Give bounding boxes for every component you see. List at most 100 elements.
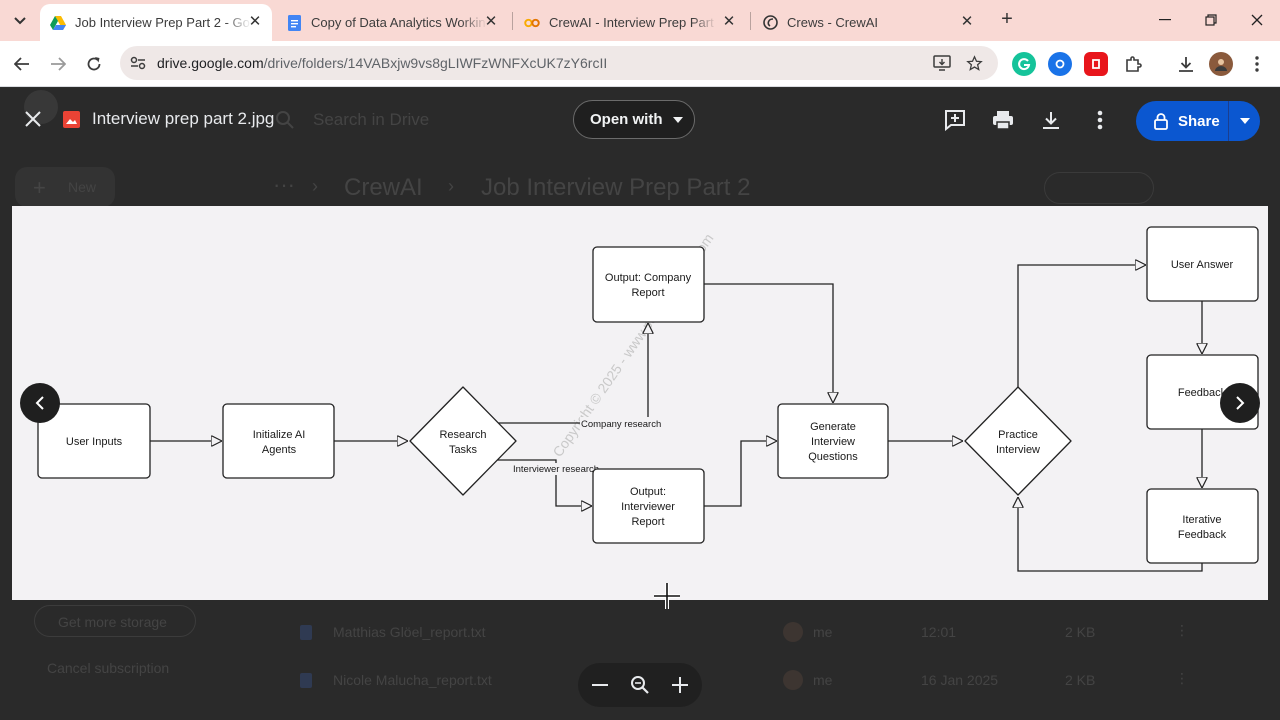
node-label: User Inputs [66,436,123,448]
new-tab-button[interactable]: + [1001,8,1013,30]
minimize-button[interactable] [1153,9,1177,31]
breadcrumb-more[interactable]: ··· [273,172,295,197]
owner-avatar [783,622,803,642]
edge-research-to-interviewer [496,459,592,506]
new-button[interactable]: + New [15,167,115,207]
tab-search-button[interactable] [6,7,34,35]
google-docs-icon [286,14,302,31]
tab-drive[interactable]: Job Interview Prep Part 2 - Goo ✕ [40,4,272,41]
tab-colab[interactable]: CrewAI - Interview Prep Part 2.i ✕ [514,4,746,41]
share-options-button[interactable] [1228,101,1260,141]
breadcrumb-crewai[interactable]: CrewAI [344,174,423,201]
more-vert-icon[interactable]: ⋮ [1175,670,1189,686]
caret-down-icon [672,116,683,123]
grammarly-icon[interactable] [1012,52,1036,76]
get-storage-button[interactable]: Get more storage [34,605,196,637]
more-actions-button[interactable] [1086,106,1114,134]
node-iterative-feedback [1146,488,1259,564]
tab-crewai[interactable]: Crews - CrewAI ✕ [752,4,984,41]
file-size: 2 KB [1065,624,1096,640]
restore-button[interactable] [1199,9,1223,31]
back-button[interactable] [9,51,35,77]
print-button[interactable] [989,106,1017,134]
previous-image-button[interactable] [20,383,60,423]
file-owner: me [813,624,833,640]
breadcrumb-current-folder[interactable]: Job Interview Prep Part 2 [481,174,751,201]
plus-icon: + [33,175,46,200]
profile-avatar[interactable] [1209,52,1233,76]
extensions-button[interactable] [1120,51,1146,77]
site-info-icon[interactable] [128,53,148,73]
chrome-menu-button[interactable] [1244,51,1270,77]
url-path: /drive/folders/14VABxjw9vs8gLIWFzWNFXcUK… [263,55,608,71]
node-user-answer [1146,226,1259,302]
reload-icon [87,57,101,71]
install-app-icon[interactable] [932,53,952,73]
node-generate-questions [777,403,889,479]
forward-button[interactable] [45,51,71,77]
download-button[interactable] [1037,106,1065,134]
zoom-out-button[interactable] [589,674,611,696]
close-tab-icon[interactable]: ✕ [960,13,974,30]
address-bar[interactable]: drive.google.com/drive/folders/14VABxjw9… [120,46,998,80]
edge-iterative-to-practice [1018,497,1203,572]
edge-label-bg [580,417,660,429]
view-toggle[interactable] [1044,172,1154,204]
viewer-file-name: Interview prep part 2.jpg [92,109,275,128]
download-icon [1043,112,1059,129]
add-comment-button[interactable] [941,106,969,134]
cancel-subscription-link[interactable]: Cancel subscription [47,660,170,676]
node-label: Practice [998,429,1038,441]
close-tab-icon[interactable]: ✕ [484,13,498,30]
more-vert-icon[interactable]: ⋮ [1175,622,1189,638]
owner-avatar [783,670,803,690]
extension-blue-icon[interactable] [1048,52,1072,76]
edge-company-to-generate [704,283,833,403]
get-storage-label: Get more storage [58,614,167,630]
tab-strip: Job Interview Prep Part 2 - Goo ✕ Copy o… [0,0,1280,41]
google-drive-icon [50,15,66,31]
tab-docs[interactable]: Copy of Data Analytics Working ✕ [276,4,508,41]
close-tab-icon[interactable]: ✕ [722,13,736,30]
puzzle-icon [1126,56,1142,72]
bookmark-star-icon[interactable] [964,53,984,73]
open-with-button[interactable]: Open with [573,100,695,139]
share-button[interactable]: Share [1136,101,1228,141]
file-row[interactable]: Matthias Glöel_report.txt me 12:01 2 KB … [290,616,1210,648]
node-label: User Answer [1171,259,1234,271]
search-icon [275,110,295,135]
close-viewer-button[interactable] [22,108,44,130]
node-label: Feedback [1178,387,1227,399]
connectors [150,265,1203,572]
node-research-tasks [409,386,517,496]
plus-icon [672,677,688,693]
more-vert-icon [1097,110,1103,130]
zoom-reset-button[interactable] [629,674,651,696]
node-label: Research [439,429,486,441]
node-label: Interview [811,436,855,448]
drive-logo-icon [24,90,58,124]
image-preview[interactable]: Copyright © 2025 - www.p30download.com C… [12,206,1268,600]
search-input[interactable]: Search in Drive [313,110,430,129]
next-image-button[interactable] [1220,383,1260,423]
node-label: Generate [810,421,856,433]
crosshair-cursor-icon [653,582,681,615]
close-icon [1251,14,1263,26]
reload-button[interactable] [81,51,107,77]
restore-icon [1205,14,1217,26]
node-label: Interviewer [621,501,675,513]
close-tab-icon[interactable]: ✕ [248,13,262,30]
file-size: 2 KB [1065,672,1096,688]
chevron-left-icon [35,396,44,410]
close-window-button[interactable] [1245,9,1269,31]
zoom-in-button[interactable] [669,674,691,696]
file-row[interactable]: Nicole Malucha_report.txt me 16 Jan 2025… [290,664,1210,696]
node-interviewer-report [592,468,705,544]
tab-separator [750,12,751,30]
tab-title: CrewAI - Interview Prep Part 2.i [549,15,717,30]
download-icon [1179,57,1193,72]
extension-red-icon[interactable] [1084,52,1108,76]
flowchart-diagram: Copyright © 2025 - www.p30download.com C… [37,226,1259,572]
downloads-button[interactable] [1173,51,1199,77]
more-vert-icon [1255,56,1259,72]
